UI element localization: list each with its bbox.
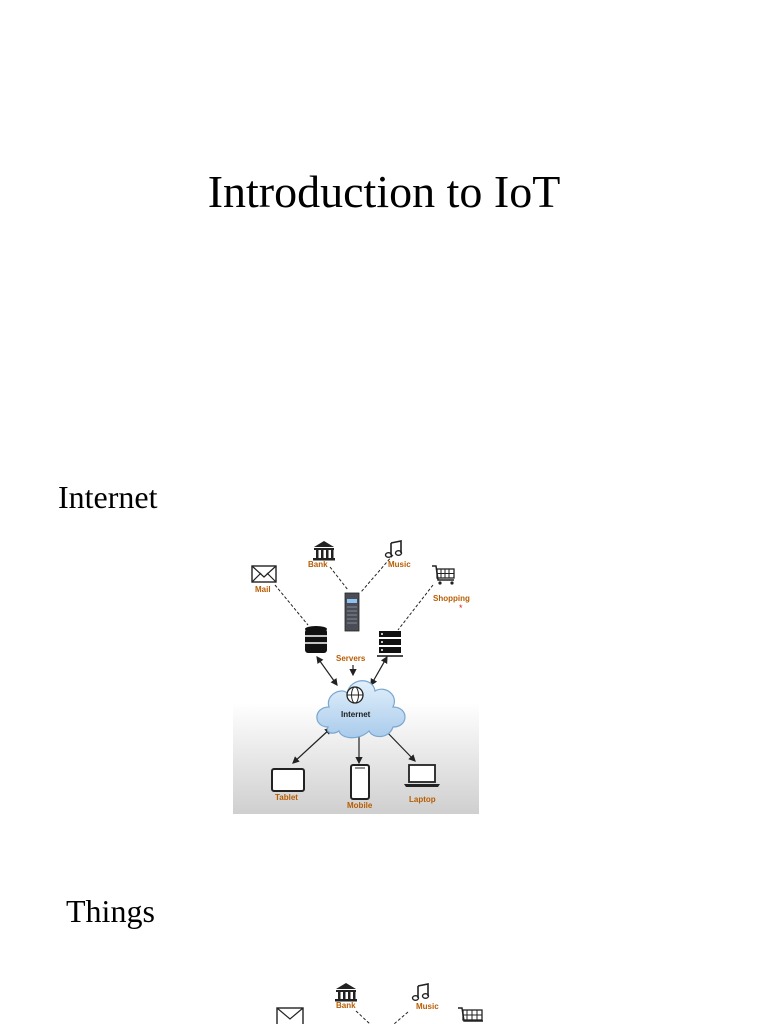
slide-title: Introduction to IoT [207, 166, 561, 217]
music-label-2: Music [416, 1002, 439, 1011]
mail-icon-2 [276, 1007, 304, 1024]
tablet-label: Tablet [275, 793, 298, 802]
connector-bank-server [329, 566, 349, 591]
mail-label: Mail [255, 585, 271, 594]
bank-label-2: Bank [336, 1001, 356, 1010]
server-tower-icon [344, 592, 360, 632]
rack-server-icon [377, 631, 403, 657]
mobile-label: Mobile [347, 801, 373, 810]
section-heading-things: Things [66, 893, 155, 929]
internet-diagram: Mail Bank Music Shopping [233, 535, 479, 814]
bank-icon-2 [335, 983, 357, 1002]
bank-label: Bank [308, 560, 328, 569]
internet-cloud [316, 680, 406, 739]
shopping-cart-icon-2 [458, 1007, 483, 1022]
bank-icon [313, 541, 335, 561]
laptop-icon [404, 764, 440, 787]
servers-label: Servers [336, 654, 366, 663]
globe-icon [346, 686, 364, 704]
shopping-asterisk: * [459, 603, 463, 613]
arrow-cloud-tablet [292, 727, 332, 764]
arrow-db-cloud [316, 656, 338, 686]
tablet-icon [271, 768, 305, 792]
connector-music-server-2 [393, 1011, 409, 1024]
connector-mail-db [274, 584, 309, 626]
mail-icon [251, 565, 277, 583]
music-note-icon-2 [411, 983, 430, 1002]
connector-music-server [360, 554, 394, 593]
connector-shopping-rack [397, 584, 434, 631]
things-diagram: Bank Music [270, 978, 516, 1024]
database-icon [305, 626, 327, 653]
shopping-cart-icon [432, 565, 455, 585]
internet-label: Internet [341, 710, 371, 719]
shopping-label: Shopping [433, 594, 470, 603]
connector-bank-server-2 [355, 1010, 371, 1024]
laptop-label: Laptop [409, 795, 436, 804]
mobile-phone-icon [350, 764, 370, 800]
section-heading-internet: Internet [58, 479, 158, 515]
music-label: Music [388, 560, 411, 569]
music-note-icon [384, 540, 403, 559]
arrow-rack-cloud [370, 655, 388, 687]
